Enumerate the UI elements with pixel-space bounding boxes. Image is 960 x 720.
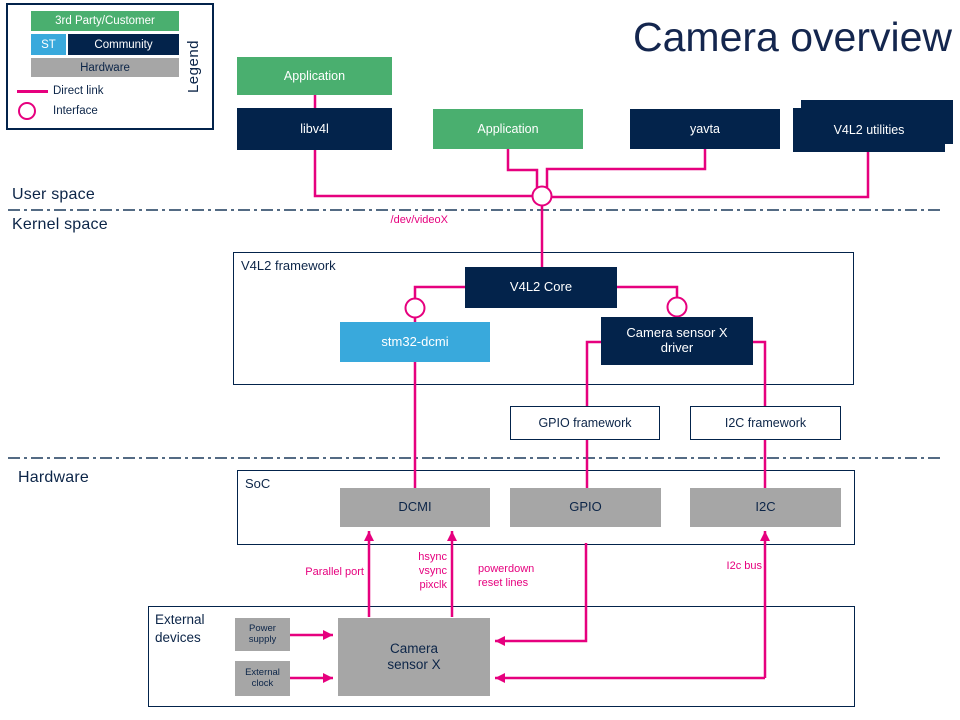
legend-box: 3rd Party/Customer ST Community Hardware… bbox=[6, 3, 214, 130]
dev-videox-label: /dev/videoX bbox=[390, 214, 448, 226]
interface-circle-stm32dcmi bbox=[404, 297, 426, 319]
external-clock-box: External clock bbox=[235, 661, 290, 696]
i2c-framework-box: I2C framework bbox=[690, 406, 841, 440]
interface-circle-devnode bbox=[531, 185, 553, 207]
v4l2-core-box: V4L2 Core bbox=[465, 267, 617, 308]
gpio-box: GPIO bbox=[510, 488, 661, 527]
arrow-gpio-to-sensor bbox=[495, 543, 588, 646]
v4l2-framework-container bbox=[233, 252, 854, 385]
link-libv4l-interface bbox=[313, 150, 533, 198]
i2c-box: I2C bbox=[690, 488, 841, 527]
link-yavta-interface bbox=[545, 149, 707, 189]
stm32-dcmi-box: stm32-dcmi bbox=[340, 322, 490, 362]
soc-container bbox=[237, 470, 855, 545]
camera-sensor-driver-box: Camera sensor X driver bbox=[601, 317, 753, 365]
parallel-port-label: Parallel port bbox=[305, 566, 364, 578]
hardware-label: Hardware bbox=[18, 469, 89, 486]
dcmi-box: DCMI bbox=[340, 488, 490, 527]
application1-box: Application bbox=[237, 57, 392, 95]
link-utilities-interface bbox=[552, 152, 870, 199]
i2c-bus-label: I2c bus bbox=[726, 560, 762, 572]
soc-label: SoC bbox=[245, 476, 271, 491]
link-application2-interface bbox=[506, 149, 539, 189]
legend-hardware: Hardware bbox=[31, 58, 179, 77]
legend-community: Community bbox=[68, 34, 179, 55]
kernel-space-label: Kernel space bbox=[12, 216, 108, 233]
interface-circle-sensordriver bbox=[666, 296, 688, 318]
libv4l-box: libv4l bbox=[237, 108, 392, 150]
gpio-framework-box: GPIO framework bbox=[510, 406, 660, 440]
external-devices-container bbox=[148, 606, 855, 707]
user-space-label: User space bbox=[12, 186, 95, 203]
application2-box: Application bbox=[433, 109, 583, 149]
legend-third-party: 3rd Party/Customer bbox=[31, 11, 179, 31]
v4l2-utilities-box: V4L2 utilities bbox=[793, 108, 945, 152]
link-driver-gpio-framework bbox=[585, 340, 601, 407]
link-driver-i2c-framework bbox=[753, 340, 767, 407]
legend-direct-link-label: Direct link bbox=[53, 85, 104, 97]
legend-st: ST bbox=[31, 34, 66, 55]
power-supply-box: Power supply bbox=[235, 618, 290, 651]
v4l2-framework-label: V4L2 framework bbox=[241, 258, 336, 273]
external-devices-label: External devices bbox=[155, 612, 205, 645]
legend-interface-label: Interface bbox=[53, 105, 98, 117]
sync-lines-label: hsync vsync pixclk bbox=[418, 551, 447, 591]
camera-sensor-box: Camera sensor X bbox=[338, 618, 490, 696]
interface-circle-sample bbox=[18, 102, 36, 120]
direct-link-line-sample bbox=[17, 90, 48, 93]
powerdown-label: powerdown reset lines bbox=[478, 563, 535, 589]
yavta-box: yavta bbox=[630, 109, 780, 149]
page-title: Camera overview bbox=[633, 14, 952, 60]
legend-heading: Legend bbox=[185, 39, 203, 94]
